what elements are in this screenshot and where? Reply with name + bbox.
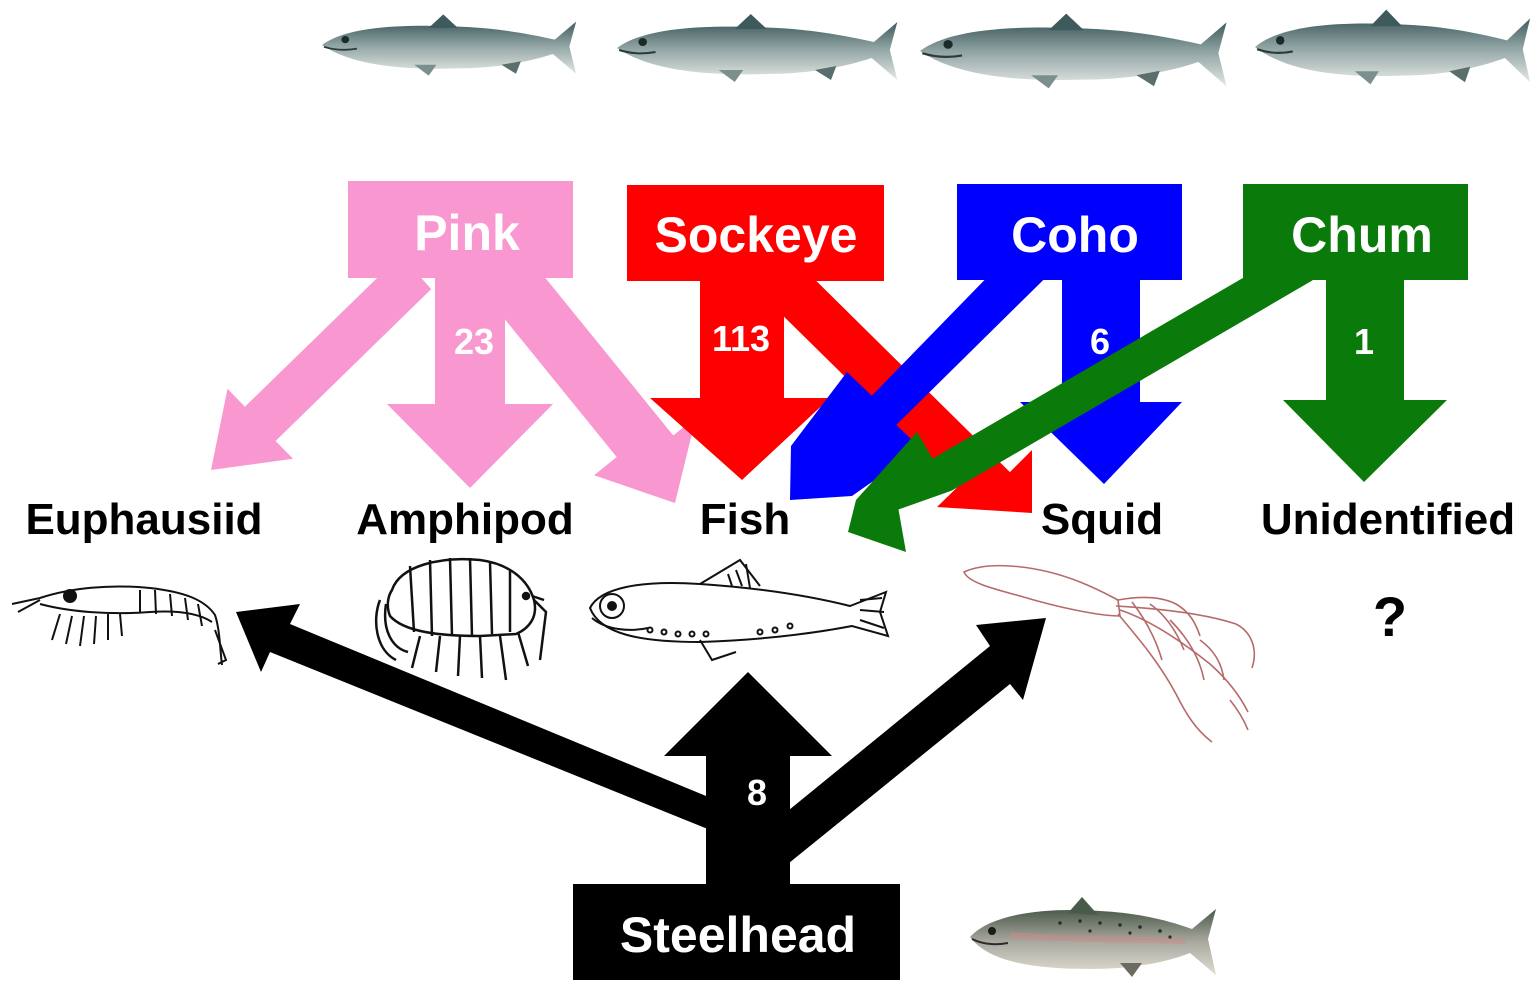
euphausiid-drawing-icon bbox=[12, 586, 226, 665]
salmon-icon bbox=[322, 14, 576, 75]
steelhead-label: Steelhead bbox=[620, 907, 856, 963]
salmon-icon bbox=[920, 14, 1227, 89]
steelhead-to-euphausiid-arrow bbox=[236, 604, 752, 840]
coho-count: 6 bbox=[1090, 321, 1110, 362]
amphipod-drawing-icon bbox=[376, 558, 546, 680]
fish-label: Fish bbox=[700, 495, 790, 544]
pink-count: 23 bbox=[454, 321, 494, 362]
unidentified-label: Unidentified bbox=[1261, 495, 1515, 544]
sockeye-count: 113 bbox=[712, 318, 770, 359]
sockeye-label: Sockeye bbox=[655, 207, 858, 263]
chum-count: 1 bbox=[1354, 321, 1374, 362]
chum-to-unidentified-arrow bbox=[1283, 270, 1447, 482]
chum-label: Chum bbox=[1291, 207, 1433, 263]
pink-label: Pink bbox=[414, 205, 520, 261]
lanternfish-drawing-icon bbox=[590, 560, 888, 660]
steelhead-count: 8 bbox=[747, 772, 767, 813]
salmon-icon bbox=[617, 14, 897, 82]
squid-label: Squid bbox=[1041, 495, 1163, 544]
euphausiid-label: Euphausiid bbox=[25, 495, 262, 544]
salmon-icon bbox=[1255, 10, 1530, 85]
steelhead-icon bbox=[970, 897, 1216, 977]
coho-label: Coho bbox=[1011, 207, 1139, 263]
unidentified-question-mark: ? bbox=[1373, 585, 1407, 648]
pink-to-euphausiid-arrow bbox=[211, 255, 431, 470]
amphipod-label: Amphipod bbox=[356, 495, 574, 544]
